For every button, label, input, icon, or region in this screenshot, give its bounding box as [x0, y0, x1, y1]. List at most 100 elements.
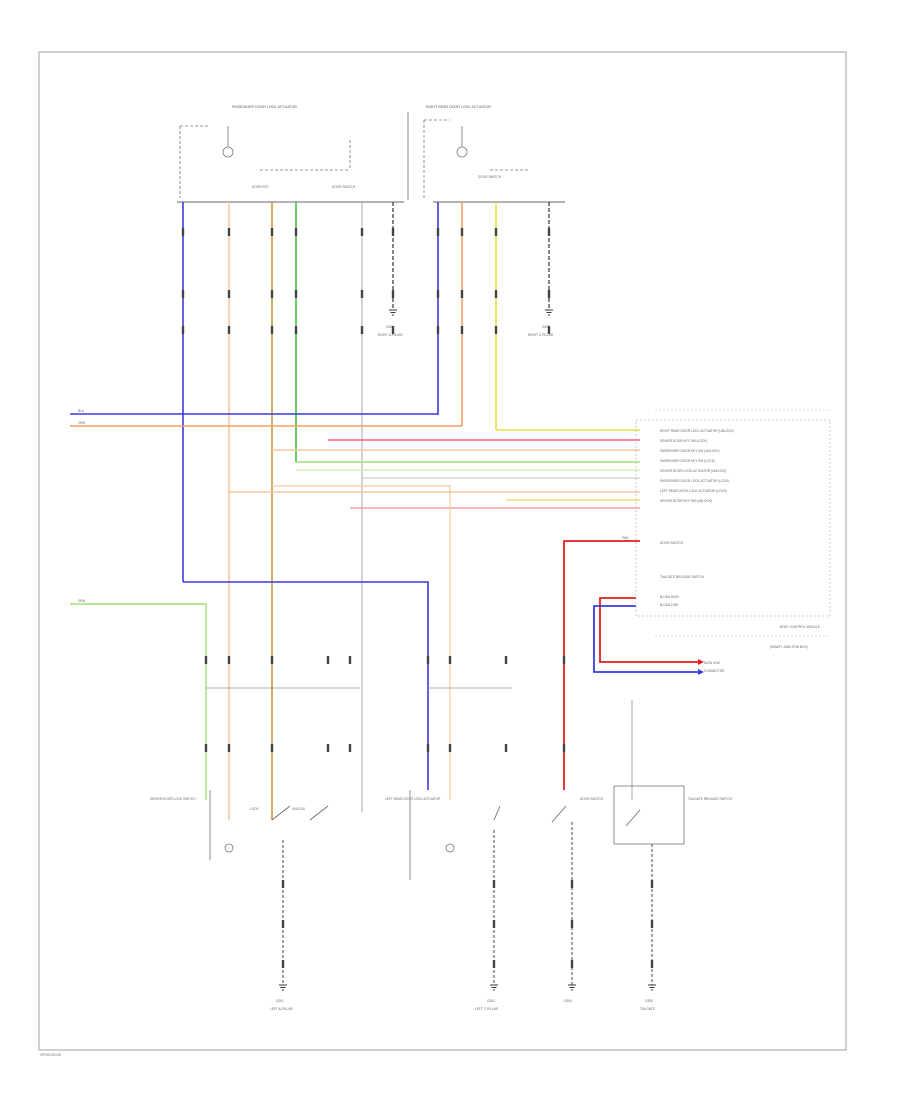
tailgate-release-switch: TAILGATE RELEASE SWITCH [613, 785, 733, 985]
connector-mark [270, 326, 274, 334]
connector-mark [227, 326, 231, 334]
module-harness [70, 413, 698, 800]
tag-pink: PNK [622, 536, 629, 540]
rear-left-actuator-title: LEFT REAR DOOR LOCK ACTUATOR [385, 797, 441, 801]
connector-mark [570, 880, 574, 888]
connector-mark [494, 326, 498, 334]
connector-mark [504, 744, 508, 752]
door-switch-title: DOOR SWITCH [580, 797, 604, 801]
ground-symbol-icon [568, 984, 576, 991]
passenger-door-switch-label: DOOR SWITCH [332, 185, 356, 189]
lock-label: LOCK [250, 807, 260, 811]
connector-mark [181, 228, 185, 236]
run-bus-low [593, 605, 698, 673]
connector-mark [492, 880, 496, 888]
rr-actuator-title: RIGHT REAR DOOR LOCK ACTUATOR [426, 105, 491, 109]
module-pin-4: DRIVER DOOR LOCK ACTUATOR (UNLOCK) [660, 469, 726, 473]
ground-g1-desc: RIGHT A-PILLAR [378, 333, 403, 337]
connector-mark [270, 744, 274, 752]
module-pin-7: DRIVER DOOR KEY SW (UNLOCK) [660, 499, 712, 503]
run-green-bottom [70, 603, 207, 800]
connector-mark [570, 920, 574, 928]
module-door-switch-pin: DOOR SWITCH [660, 541, 684, 545]
comm-target-2: CONNECTOR [704, 669, 725, 673]
comm-target: DATA LINK [704, 661, 721, 665]
connector-mark [547, 290, 551, 298]
body-control-module: RIGHT REAR DOOR LOCK ACTUATOR (UNLOCK) D… [635, 409, 831, 675]
connector-mark [436, 290, 440, 298]
left-rear-door-lock-actuator: LEFT REAR DOOR LOCK ACTUATOR [385, 790, 501, 985]
connector-mark [494, 290, 498, 298]
connector-mark [360, 228, 364, 236]
run-blue-bottom [183, 581, 429, 790]
connector-mark [204, 656, 208, 664]
connector-mark [281, 880, 285, 888]
connector-mark [227, 744, 231, 752]
run-peach-3 [272, 485, 451, 800]
module-pin-0: RIGHT REAR DOOR LOCK ACTUATOR (UNLOCK) [660, 429, 734, 433]
ground-g4-desc: LEFT C-PILLAR [475, 1007, 499, 1011]
module-pin-3: PASSENGER DOOR KEY SW (LOCK) [660, 459, 715, 463]
ground-g4-label: G303 [487, 999, 495, 1003]
connector-mark [494, 228, 498, 236]
connector-mark [281, 960, 285, 968]
ground-g6-label: G305 [645, 999, 653, 1003]
module-pin-6: LEFT REAR DOOR LOCK ACTUATOR (LOCK) [660, 489, 727, 493]
connector-mark [436, 326, 440, 334]
module-pin-1: DRIVER DOOR KEY SW (LOCK) [660, 439, 707, 443]
passenger-door-lock-actuator: PASSENGER DOOR LOCK ACTUATOR DOOR KEY DO… [177, 105, 409, 203]
connector-mark [227, 228, 231, 236]
connector-mark [460, 290, 464, 298]
connector-mark [426, 656, 430, 664]
connector-mark [436, 228, 440, 236]
unlock-label: UNLOCK [292, 807, 306, 811]
connector-mark [270, 656, 274, 664]
connector-mark [281, 920, 285, 928]
connector-mark [294, 228, 298, 236]
connector-mark [504, 656, 508, 664]
right-rear-door-lock-actuator: RIGHT REAR DOOR LOCK ACTUATOR DOOR SWITC… [423, 105, 565, 203]
tailgate-switch-title: TAILGATE RELEASE SWITCH [688, 797, 733, 801]
connector-mark [181, 326, 185, 334]
connector-mark [348, 656, 352, 664]
connector-mark [391, 326, 395, 334]
connector-mark [294, 290, 298, 298]
tag-orange: ORG [78, 421, 86, 425]
ground-g2: G302 RIGHT C-PILLAR [528, 325, 554, 337]
connector-mark [460, 228, 464, 236]
connector-mark [227, 656, 231, 664]
connector-mark [204, 744, 208, 752]
ground-g2-desc: RIGHT C-PILLAR [528, 333, 554, 337]
connector-mark [562, 744, 566, 752]
module-pin-5: PASSENGER DOOR LOCK ACTUATOR (LOCK) [660, 479, 729, 483]
driver-door-lock-switch: DRIVER DOOR LOCK SWITCH LOCK UNLOCK [150, 790, 329, 985]
module-tailgate-pin: TAILGATE RELEASE SWITCH [660, 575, 705, 579]
ground-g3-desc: LEFT A-PILLAR [270, 1007, 293, 1011]
ground-symbol-icon [648, 984, 656, 991]
module-name: BODY CONTROL MODULE [780, 625, 820, 629]
rr-door-switch-label: DOOR SWITCH [478, 175, 502, 179]
connector-mark [326, 744, 330, 752]
connector-mark [348, 744, 352, 752]
connector-mark [448, 656, 452, 664]
ground-g6-desc: TAILGATE [640, 1007, 655, 1011]
connector-mark [562, 656, 566, 664]
ground-g1-label: G301 [386, 325, 394, 329]
connector-mark [181, 290, 185, 298]
ground-g3-label: G201 [276, 999, 284, 1003]
connector-mark [448, 744, 452, 752]
footer-code: SPWD0045 [40, 1052, 62, 1057]
connector-mark [391, 290, 395, 298]
run-bus-high [599, 597, 698, 663]
tag-green: GRN [78, 599, 86, 603]
connector-mark [650, 920, 654, 928]
connector-mark [570, 960, 574, 968]
connector-mark [360, 290, 364, 298]
ground-g5-label: G304 [564, 999, 572, 1003]
connector-mark [426, 744, 430, 752]
ground-symbol-icon [490, 984, 498, 991]
passenger-actuator-title: PASSENGER DOOR LOCK ACTUATOR [232, 105, 297, 109]
ground-g2-label: G302 [542, 325, 550, 329]
connector-marks [181, 228, 656, 991]
